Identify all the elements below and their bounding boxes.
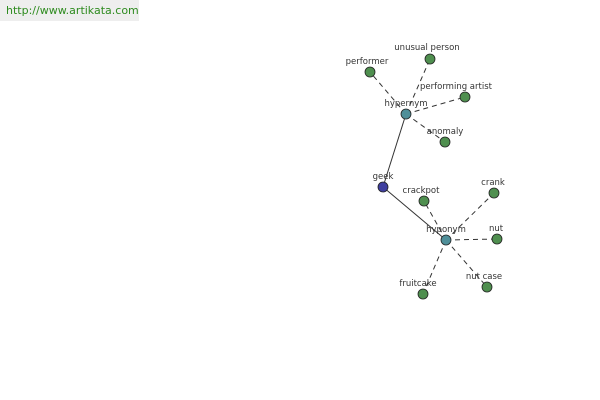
node-term-label: nut case [466,272,502,282]
edge-root-hypernym [382,113,407,188]
node-term-dot[interactable] [418,195,430,207]
node-term-label: fruitcake [399,279,436,289]
edge-hyponym-3 [445,239,488,288]
node-root[interactable]: geek [373,172,394,193]
node-term[interactable]: anomaly [427,127,464,148]
node-term-dot[interactable] [439,136,451,148]
node-term-label: crackpot [403,186,441,196]
node-term-dot[interactable] [481,281,493,293]
node-term-dot[interactable] [424,53,436,65]
node-term-dot[interactable] [488,187,500,199]
edge-hypernym-3 [405,113,446,143]
edge-hyponym-2 [445,238,498,241]
node-term-label: performer [346,57,389,67]
node-term-dot[interactable] [491,233,503,245]
edge-hyponym-4 [422,239,447,295]
node-term-label: crank [481,178,505,188]
node-root-dot[interactable] [377,181,389,193]
node-term-label: performing artist [420,82,493,92]
node-term[interactable]: performer [346,57,389,78]
node-term-dot[interactable] [417,288,429,300]
node-term[interactable]: nut [489,224,504,245]
node-relation-hyponym-label: hyponym [426,225,466,235]
edge-hypernym-2 [405,96,466,115]
node-term-label: nut [489,224,504,234]
node-relation-hypernym-dot[interactable] [400,108,412,120]
edge-hypernym-0 [369,71,407,115]
node-relation-hypernym-label: hypernym [384,99,427,109]
node-term-label: unusual person [394,43,459,53]
edge-hyponym-1 [445,192,495,241]
edge-hyponym-0 [423,200,447,241]
url-link[interactable]: http://www.artikata.com [0,0,139,21]
node-term[interactable]: crank [481,178,505,199]
node-relation-hypernym[interactable]: hypernym [384,99,428,120]
node-term[interactable]: fruitcake [399,279,437,300]
node-root-label: geek [373,172,394,182]
node-term-dot[interactable] [364,66,376,78]
node-term-dot[interactable] [459,91,471,103]
edge-root-hyponym [382,186,447,241]
node-relation-hyponym[interactable]: hyponym [426,225,466,246]
node-term[interactable]: performing artist [420,82,493,103]
node-term[interactable]: crackpot [403,186,441,207]
edges-layer [369,58,498,295]
node-term[interactable]: unusual person [394,43,460,65]
node-term[interactable]: nut case [466,272,502,293]
node-relation-hyponym-dot[interactable] [440,234,452,246]
node-term-label: anomaly [427,127,464,137]
edge-hypernym-1 [405,58,431,115]
nodes-layer: geek hypernym performer unusual person perfo… [346,43,505,300]
